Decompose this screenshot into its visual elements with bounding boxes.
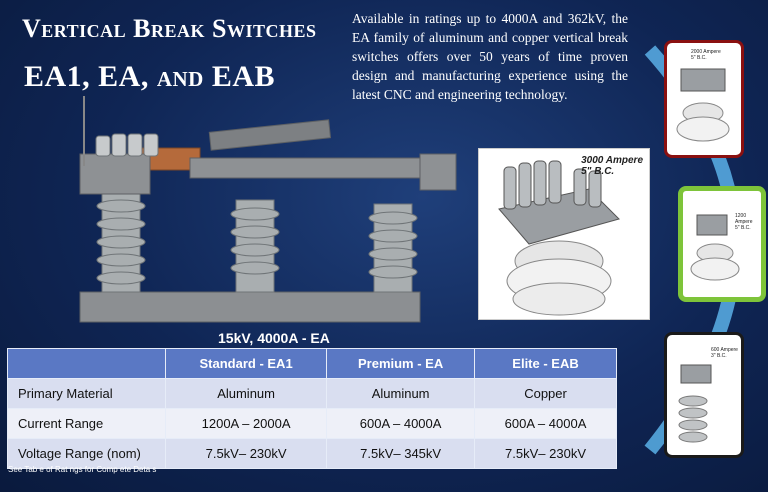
detail-label-line1: 600 Ampere (711, 347, 738, 353)
insulator-1 (96, 191, 146, 293)
comparison-table: Standard - EA1 Premium - EA Elite - EAB … (7, 348, 617, 469)
page-subtitle: EA1, EA, and EAB (24, 60, 276, 93)
detail-label-line1: 3000 Ampere (581, 155, 643, 166)
table-cell: Copper (474, 378, 617, 409)
table-cell: 7.5kV– 230kV (164, 438, 328, 469)
detail-label-3000a: 3000 Ampere 5" B.C. (581, 155, 643, 177)
table-row: Primary Material Aluminum Aluminum Coppe… (7, 378, 617, 409)
table-row: Current Range 1200A – 2000A 600A – 4000A… (7, 408, 617, 439)
footnote: See Tab e of Rat ngs for Comp ete Deta s (8, 465, 157, 474)
detail-label-1200a: 1200 Ampere 5" B.C. (735, 213, 761, 231)
table-cell: 600A – 4000A (326, 408, 476, 439)
detail-label-line2: 5" B.C. (735, 225, 751, 231)
detail-label-2000a: 2000 Ampere 5" B.C. (691, 49, 721, 61)
detail-photo-3000a: 3000 Ampere 5" B.C. (478, 148, 650, 320)
table-header: Elite - EAB (474, 348, 617, 379)
table-cell: 600A – 4000A (474, 408, 617, 439)
detail-label-600a: 600 Ampere 3" B.C. (711, 347, 738, 359)
table-header: Premium - EA (326, 348, 476, 379)
table-cell: Primary Material (7, 378, 166, 409)
table-cell: Current Range (7, 408, 166, 439)
table-cell: 7.5kV– 345kV (326, 438, 476, 469)
detail-photo-2000a: 2000 Ampere 5" B.C. (664, 40, 744, 158)
intro-paragraph: Available in ratings up to 4000A and 362… (352, 11, 628, 102)
insulator-2 (230, 199, 280, 293)
insulator-3 (368, 203, 418, 293)
table-cell: 7.5kV– 230kV (474, 438, 617, 469)
table-header (7, 348, 166, 379)
detail-label-line1: 2000 Ampere (691, 49, 721, 55)
detail-label-line1: 1200 Ampere (735, 213, 753, 225)
detail-photo-1200a: 1200 Ampere 5" B.C. (678, 186, 766, 302)
contact-assembly-image (678, 364, 712, 443)
contact-assembly-image (498, 160, 620, 316)
detail-label-line2: 3" B.C. (711, 353, 727, 359)
table-header: Standard - EA1 (164, 348, 328, 379)
table-cell: Aluminum (164, 378, 328, 409)
detail-label-line2: 5" B.C. (581, 166, 615, 177)
contact-assembly-image (690, 214, 740, 281)
main-photo-caption: 15kV, 4000A - EA (218, 330, 330, 346)
detail-photo-600a: 600 Ampere 3" B.C. (664, 332, 744, 458)
table-header-row: Standard - EA1 Premium - EA Elite - EAB (7, 348, 617, 379)
table-cell: 1200A – 2000A (164, 408, 328, 439)
page-title: Vertical Break Switches (22, 14, 317, 43)
contact-assembly-image (676, 68, 730, 142)
switch-photo (79, 96, 457, 323)
table-cell: Aluminum (326, 378, 476, 409)
table-cell: Voltage Range (nom) (7, 438, 166, 469)
detail-label-line2: 5" B.C. (691, 55, 707, 61)
table-row: Voltage Range (nom) 7.5kV– 230kV 7.5kV– … (7, 438, 617, 469)
